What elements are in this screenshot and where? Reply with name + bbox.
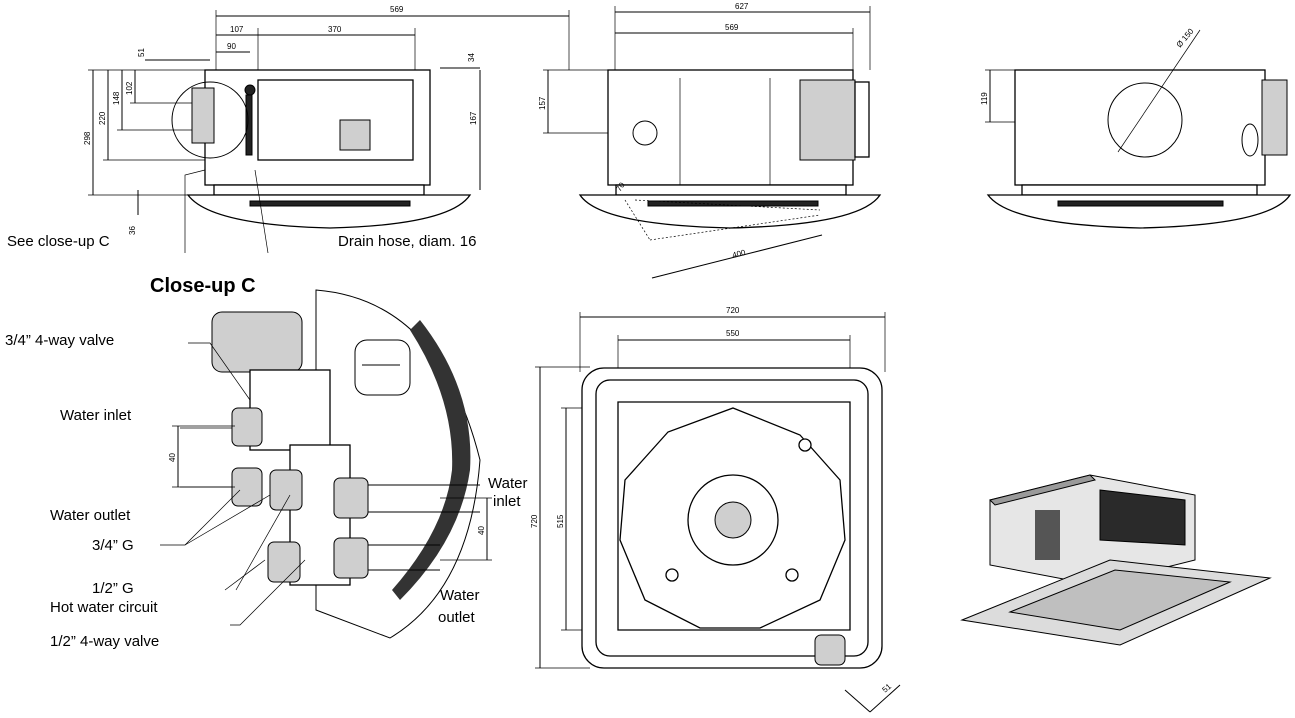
dim-side-569: 569 (390, 5, 404, 14)
dim-side-167: 167 (469, 111, 478, 125)
label-water-inlet-left: Water inlet (60, 407, 132, 424)
dim-side-107: 107 (230, 25, 244, 34)
label-hot-water: Hot water circuit (50, 599, 158, 616)
dim-side-51: 51 (137, 48, 146, 57)
label-g-12: 1/2” G (92, 580, 134, 597)
label-drain-hose: Drain hose, diam. 16 (338, 233, 476, 250)
dim-side-370: 370 (328, 25, 342, 34)
bottom-view: 720 550 720 515 51 (530, 306, 901, 713)
label-valve-34: 3/4” 4-way valve (5, 332, 114, 349)
front-view: 627 569 157 70 400 (538, 2, 882, 279)
dim-front-400: 400 (731, 248, 747, 260)
closeup-title: Close-up C (150, 275, 256, 297)
dim-front-569: 569 (725, 23, 739, 32)
dim-side-148: 148 (112, 91, 121, 105)
label-valve-12: 1/2” 4-way valve (50, 633, 159, 650)
dim-side-34: 34 (467, 53, 476, 62)
dim-front-627: 627 (735, 2, 749, 11)
label-g-34: 3/4” G (92, 537, 134, 554)
dim-closeup-40-a: 40 (168, 453, 177, 462)
side-view: 569 107 370 90 51 34 298 220 148 102 167 (7, 5, 570, 254)
dim-side-36: 36 (128, 226, 137, 235)
label-water-inlet-right-2: inlet (493, 493, 521, 510)
dim-bottom-515: 515 (556, 514, 565, 528)
dim-closeup-40-b: 40 (477, 526, 486, 535)
dim-right-dia150: Ø 150 (1175, 26, 1196, 49)
dim-bottom-550: 550 (726, 329, 740, 338)
label-water-outlet-right-2: outlet (438, 609, 476, 626)
closeup-c: Close-up C 40 40 (5, 275, 527, 650)
dim-side-102: 102 (125, 81, 134, 95)
label-water-inlet-right-1: Water (488, 475, 527, 492)
dim-right-119: 119 (980, 92, 989, 105)
dim-side-90: 90 (227, 42, 236, 51)
dim-bottom-720-h: 720 (530, 514, 539, 528)
dim-bottom-720-w: 720 (726, 306, 740, 315)
label-see-closeup: See close-up C (7, 233, 110, 250)
label-water-outlet-right-1: Water (440, 587, 479, 604)
isometric-view (960, 474, 1272, 646)
dim-side-220: 220 (98, 111, 107, 125)
right-view: 119 Ø 150 (980, 26, 1292, 229)
dim-front-157: 157 (538, 96, 547, 110)
dim-side-298: 298 (83, 131, 92, 145)
label-water-outlet-left: Water outlet (50, 507, 131, 524)
